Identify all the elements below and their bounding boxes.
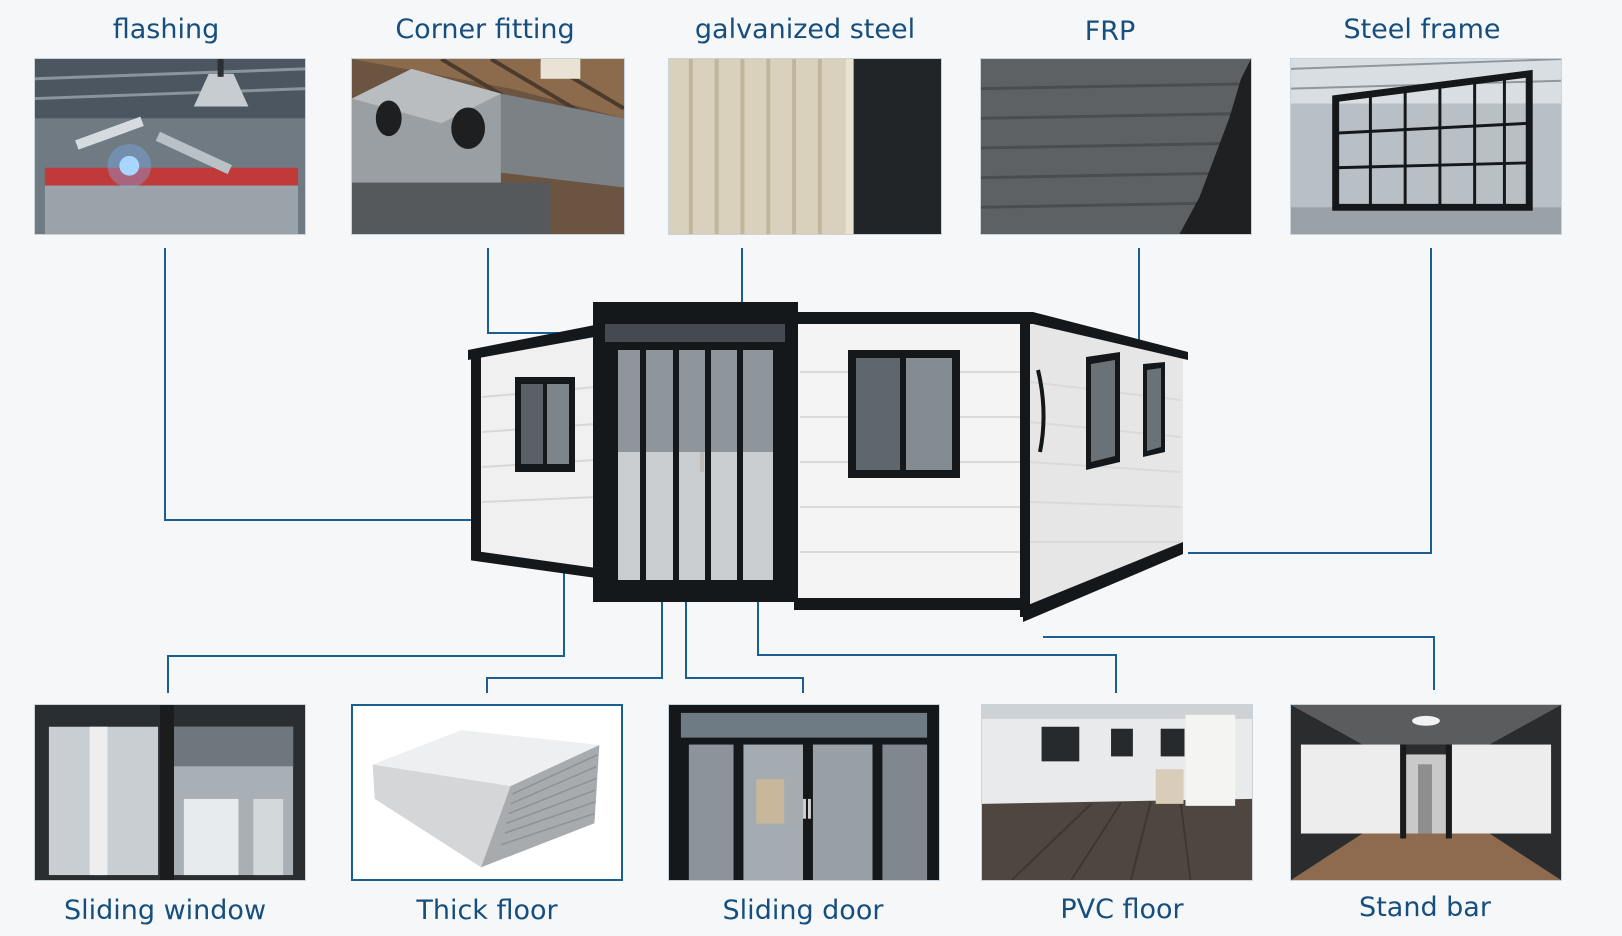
sliding-window-photo xyxy=(34,704,306,881)
caption-steel-frame: Steel frame xyxy=(1343,14,1501,45)
caption-thick-floor: Thick floor xyxy=(416,895,558,926)
connector-pvc-floor xyxy=(757,570,1117,693)
interior-room-photo xyxy=(1290,704,1562,881)
expandable-container-house xyxy=(468,302,1188,622)
pvc-floor-interior-photo xyxy=(981,704,1253,881)
connector-sliding-door xyxy=(685,570,804,693)
caption-galvanized-steel: galvanized steel xyxy=(694,14,916,45)
connector-steel-frame xyxy=(1188,248,1432,554)
floor-board-photo xyxy=(351,704,623,881)
caption-pvc-floor: PVC floor xyxy=(1060,894,1184,925)
steel-frame-photo xyxy=(1290,58,1562,235)
caption-stand-bar: Stand bar xyxy=(1359,892,1491,923)
welding-workshop-photo xyxy=(34,58,306,235)
frp-panel-photo xyxy=(980,58,1252,235)
caption-flashing: flashing xyxy=(112,14,220,45)
connector-stand-bar xyxy=(1043,636,1435,690)
caption-sliding-window: Sliding window xyxy=(63,895,267,926)
connector-thick-floor xyxy=(486,570,663,693)
caption-corner-fitting: Corner fitting xyxy=(395,14,575,45)
caption-frp: FRP xyxy=(1084,16,1136,47)
corner-fitting-photo xyxy=(351,58,625,235)
connector-flashing xyxy=(164,248,486,521)
caption-sliding-door: Sliding door xyxy=(722,895,884,926)
glass-door-photo xyxy=(668,704,940,881)
corrugated-steel-photo xyxy=(668,58,942,235)
